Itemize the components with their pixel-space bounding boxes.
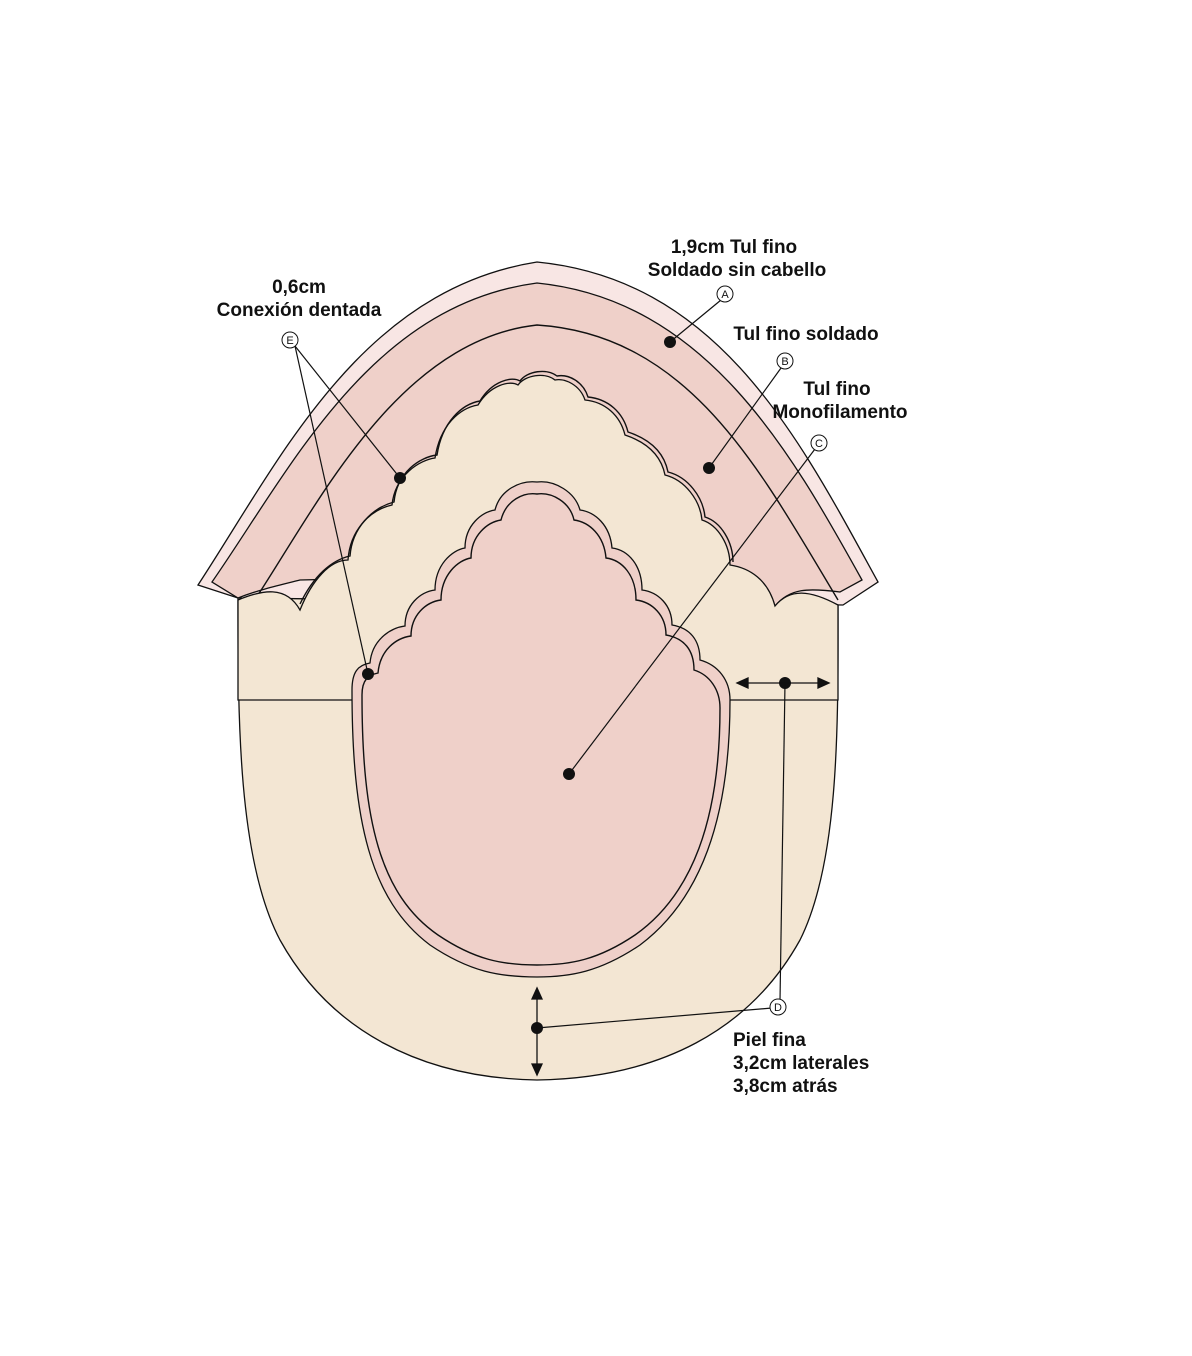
- leader-d-back: [536, 1007, 773, 1029]
- band-divider-line: [257, 324, 839, 601]
- marker-b: B: [776, 352, 794, 370]
- svg-text:D: D: [774, 1002, 782, 1014]
- leader-e2: [294, 345, 369, 675]
- marker-e: E: [281, 331, 299, 349]
- svg-text:A: A: [721, 289, 729, 301]
- label-c: Tul fino Monofilamento: [772, 379, 907, 423]
- monofilament-inner-line: [361, 493, 721, 966]
- leader-e1: [294, 345, 401, 479]
- svg-text:3,8cm atrás: 3,8cm atrás: [733, 1076, 838, 1097]
- leader-a: [669, 299, 722, 343]
- svg-text:3,2cm laterales: 3,2cm laterales: [733, 1053, 869, 1074]
- svg-text:C: C: [815, 438, 823, 450]
- label-d: Piel fina 3,2cm laterales 3,8cm atrás: [733, 1030, 869, 1097]
- monofilament-outer-border: [351, 481, 731, 978]
- label-e: 0,6cm Conexión dentada: [217, 277, 382, 321]
- marker-d: D: [769, 998, 787, 1016]
- svg-text:B: B: [781, 356, 788, 368]
- marker-a: A: [716, 285, 734, 303]
- label-a: 1,9cm Tul fino Soldado sin cabello: [648, 237, 826, 281]
- scallop-edge-1: [299, 370, 734, 605]
- leader-d-side: [779, 682, 786, 1002]
- svg-text:E: E: [286, 335, 293, 347]
- svg-text:Monofilamento: Monofilamento: [772, 402, 907, 423]
- svg-text:1,9cm Tul fino: 1,9cm Tul fino: [671, 237, 797, 258]
- svg-text:Tul fino: Tul fino: [803, 379, 870, 400]
- marker-c: C: [810, 434, 828, 452]
- svg-text:Conexión dentada: Conexión dentada: [217, 300, 382, 321]
- svg-text:Tul fino soldado: Tul fino soldado: [733, 324, 878, 345]
- svg-text:0,6cm: 0,6cm: [272, 277, 326, 298]
- leader-b: [708, 367, 782, 469]
- side-width-arrow: [735, 676, 831, 690]
- svg-text:Soldado sin cabello: Soldado sin cabello: [648, 260, 826, 281]
- back-depth-arrow: [530, 986, 544, 1077]
- label-b: Tul fino soldado: [733, 324, 878, 345]
- leader-c: [568, 448, 816, 775]
- svg-text:Piel fina: Piel fina: [733, 1030, 806, 1051]
